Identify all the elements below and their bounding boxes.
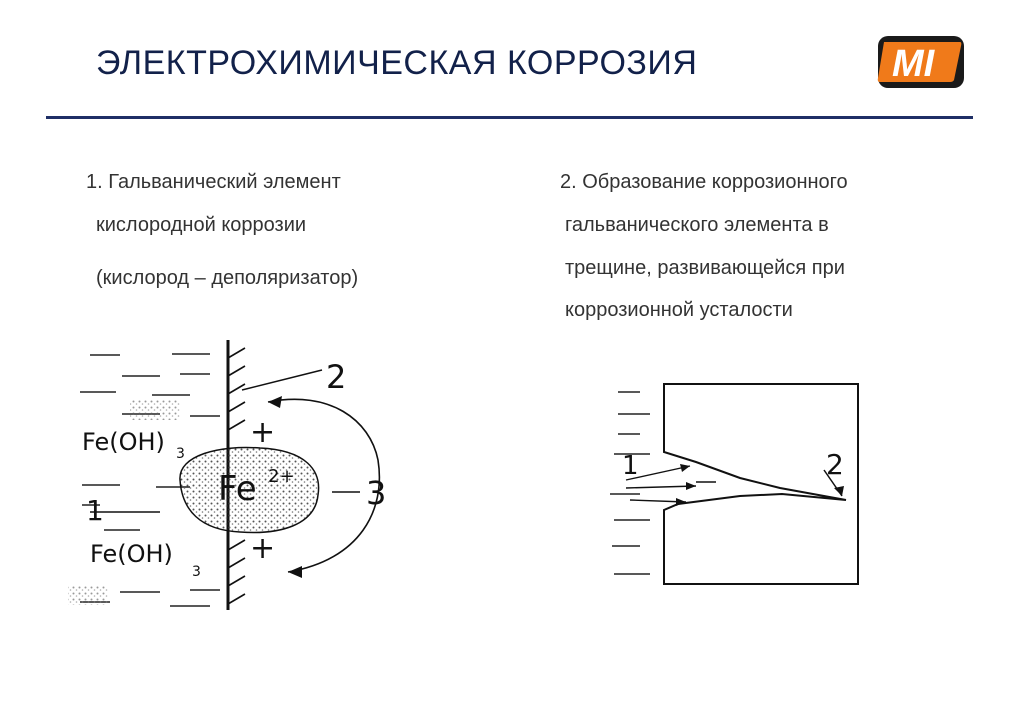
anode-pit <box>179 446 320 534</box>
right-heading-line-3: трещине, развивающейся при <box>565 257 845 279</box>
plus-sign-bottom: + <box>250 531 275 566</box>
logo-text: MI <box>892 43 936 85</box>
label-feoh3-bottom-sub: 3 <box>192 564 201 580</box>
crack-leader-arrow <box>834 486 844 496</box>
crack-arrow-head-3 <box>676 498 686 506</box>
current-arrow-top <box>268 396 282 408</box>
specimen-outline <box>663 383 859 585</box>
label-fe-ion-charge: 2+ <box>268 466 295 487</box>
right-heading-line-4: коррозионной усталости <box>565 299 793 321</box>
left-heading-line-2: кислородной коррозии <box>96 214 307 236</box>
oxygen-corrosion-diagram: Fe(OH) 3 Fe 2+ Fe(OH) 3 1 2 3 + + <box>68 340 386 610</box>
left-heading-line-1: 1. Гальванический элемент <box>86 171 341 193</box>
left-heading-line-3: (кислород – деполяризатор) <box>96 267 359 289</box>
rust-speckles-top <box>130 400 180 420</box>
right-heading-line-2: гальванического элемента в <box>565 214 829 236</box>
plus-sign-top: + <box>250 415 275 450</box>
label-fe-ion: Fe <box>218 469 257 509</box>
crack-arrow-head-2 <box>686 482 696 490</box>
label-feoh3-top: Fe(OH) <box>82 428 165 456</box>
current-arrow-bottom <box>288 566 302 578</box>
current-loop <box>267 398 381 573</box>
crack-corrosion-diagram: 1 2 <box>610 383 859 585</box>
crack-electrolyte-dashes <box>610 391 650 575</box>
label-3: 3 <box>366 474 386 512</box>
label-feoh3-bottom: Fe(OH) <box>90 540 173 568</box>
rust-speckles-bottom <box>68 585 108 605</box>
label-2: 2 <box>326 358 346 396</box>
mi-logo: MI <box>877 36 964 88</box>
leader-line-2 <box>241 369 323 391</box>
right-heading-line-1: 2. Образование коррозионного <box>560 171 848 193</box>
title-divider <box>46 116 973 119</box>
label-feoh3-top-sub: 3 <box>176 446 185 462</box>
label-1: 1 <box>86 494 104 527</box>
crack-arrow-head-1 <box>680 464 690 472</box>
crack-label-2: 2 <box>826 448 844 481</box>
page-title: ЭЛЕКТРОХИМИЧЕСКАЯ КОРРОЗИЯ <box>96 44 698 82</box>
crack-label-1: 1 <box>622 451 639 481</box>
metal-hatching <box>227 347 246 605</box>
